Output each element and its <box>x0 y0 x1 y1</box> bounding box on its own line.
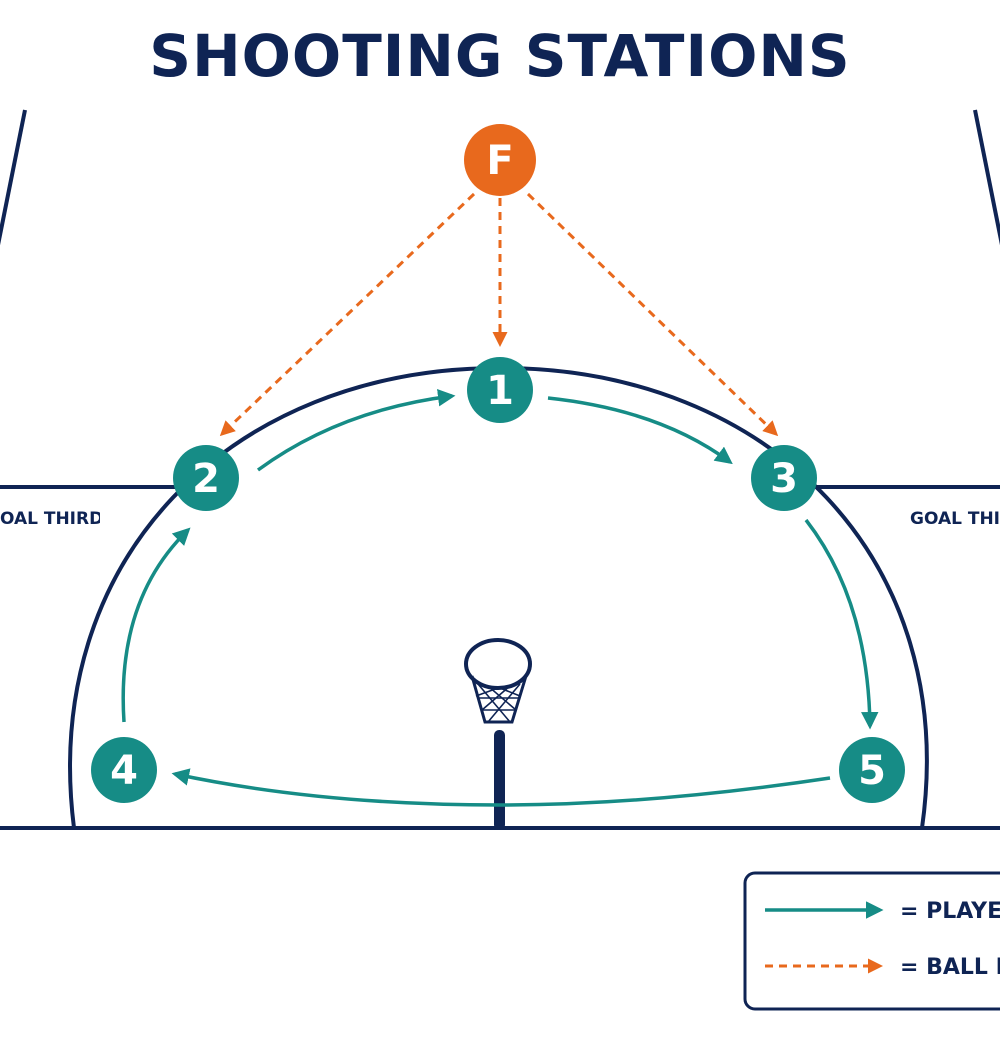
station-2-label: 2 <box>192 456 220 502</box>
feeder-marker: F <box>464 124 536 196</box>
station-3-label: 3 <box>770 456 798 502</box>
ball-path-f-to-3 <box>526 192 779 437</box>
legend: = PLAYER MOVEMENT = BALL MOVEMENT <box>743 871 1000 1011</box>
player-path-4-to-2 <box>121 527 191 723</box>
station-5-label: 5 <box>858 748 886 794</box>
station-2: 2 <box>173 445 239 511</box>
ball-movement-paths <box>219 192 779 437</box>
station-1-label: 1 <box>486 368 514 414</box>
station-3: 3 <box>751 445 817 511</box>
right-sideline <box>973 109 1000 246</box>
zone-label-right: GOAL THIRD <box>910 509 1000 529</box>
left-sideline <box>0 109 27 246</box>
player-movement-paths <box>121 389 879 807</box>
legend-box <box>743 871 1000 1011</box>
station-4: 4 <box>91 737 157 803</box>
legend-ball-label: = BALL MOVEMENT <box>900 955 1000 980</box>
player-path-2-to-1 <box>256 389 456 472</box>
station-5: 5 <box>839 737 905 803</box>
player-path-3-to-5 <box>804 518 879 730</box>
ball-path-f-to-2 <box>219 192 476 437</box>
player-path-1-to-3 <box>547 396 733 465</box>
feeder-label: F <box>486 138 513 184</box>
zone-label-left: GOAL THIRD <box>0 509 103 529</box>
legend-player-label: = PLAYER MOVEMENT <box>900 899 1000 924</box>
station-1: 1 <box>467 357 533 423</box>
page-title: SHOOTING STATIONS <box>149 22 851 90</box>
player-path-5-to-4 <box>171 768 831 807</box>
goal-post <box>464 638 532 830</box>
station-4-label: 4 <box>110 748 138 794</box>
